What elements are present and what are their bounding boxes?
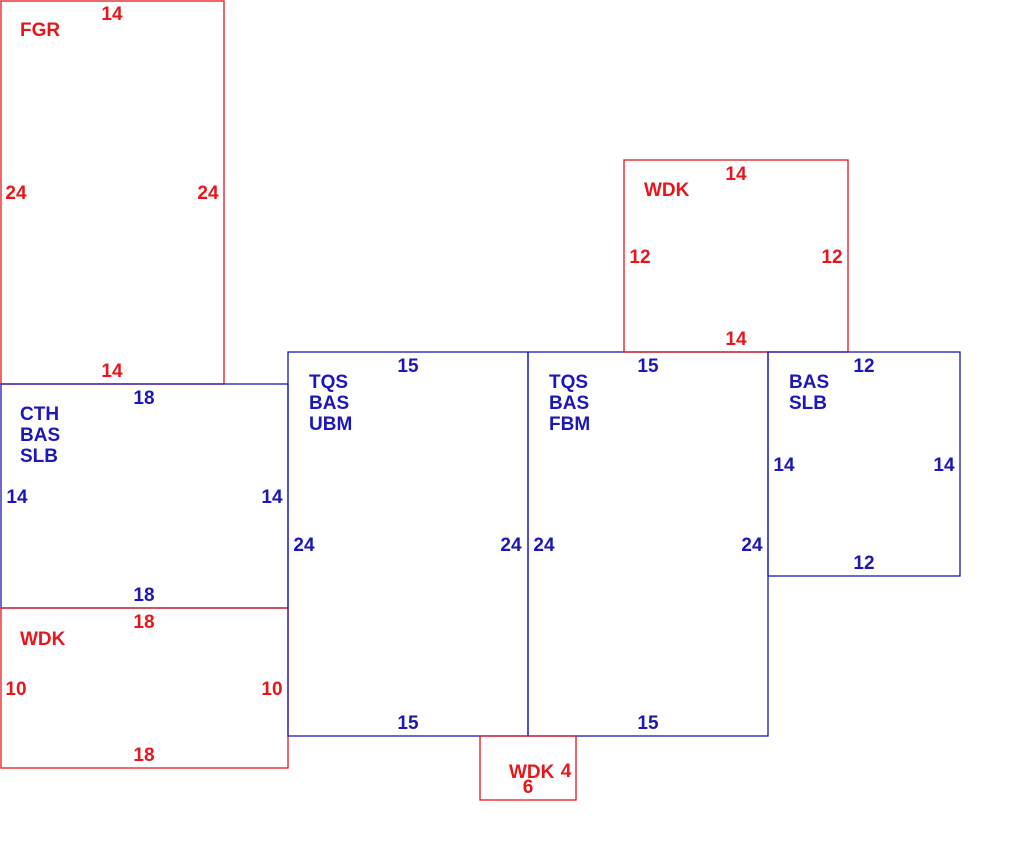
dimension-wdk-top-bottom: 14 xyxy=(725,329,747,350)
dimension-tqs-fbm-left: 24 xyxy=(533,535,555,556)
dimension-wdk-small-right: 4 xyxy=(561,761,572,782)
area-code-tqs-ubm-1: BAS xyxy=(309,393,349,414)
dimension-wdk-left-right: 10 xyxy=(261,679,282,700)
area-code-cth-1: BAS xyxy=(20,425,60,446)
dimension-wdk-top-left: 12 xyxy=(629,247,650,268)
dimension-fgr-bottom: 14 xyxy=(101,361,123,382)
area-code-bas-slb-1: SLB xyxy=(789,393,827,414)
dimension-wdk-top-top: 14 xyxy=(725,164,747,185)
area-code-wdk-small-0: WDK xyxy=(509,762,555,783)
area-outline-wdk-small xyxy=(479,735,577,801)
area-code-tqs-fbm-2: FBM xyxy=(549,414,590,435)
dimension-fgr-left: 24 xyxy=(5,183,27,204)
dimension-bas-slb-left: 14 xyxy=(773,455,795,476)
dimension-tqs-ubm-right: 24 xyxy=(500,535,522,556)
area-code-cth-0: CTH xyxy=(20,404,59,425)
dimension-wdk-left-bottom: 18 xyxy=(133,745,154,766)
area-outline-wdk-top xyxy=(623,159,849,353)
dimension-tqs-ubm-bottom: 15 xyxy=(397,713,419,734)
area-code-tqs-ubm-2: UBM xyxy=(309,414,352,435)
area-code-tqs-ubm-0: TQS xyxy=(309,372,348,393)
dimension-tqs-ubm-left: 24 xyxy=(293,535,315,556)
area-code-tqs-fbm-1: BAS xyxy=(549,393,589,414)
dimension-wdk-left-top: 18 xyxy=(133,612,154,633)
area-code-bas-slb-0: BAS xyxy=(789,372,829,393)
dimension-fgr-right: 24 xyxy=(197,183,219,204)
area-code-wdk-top-0: WDK xyxy=(644,180,690,201)
dimension-bas-slb-bottom: 12 xyxy=(853,553,874,574)
dimension-tqs-fbm-bottom: 15 xyxy=(637,713,659,734)
dimension-cth-left: 14 xyxy=(6,487,28,508)
area-code-fgr-0: FGR xyxy=(20,20,60,41)
dimension-cth-top: 18 xyxy=(133,388,154,409)
area-outline-fgr xyxy=(0,0,225,385)
area-code-wdk-left-0: WDK xyxy=(20,629,66,650)
dimension-wdk-small-bottom: 6 xyxy=(523,777,534,798)
dimension-bas-slb-right: 14 xyxy=(933,455,955,476)
dimension-wdk-left-left: 10 xyxy=(5,679,26,700)
area-code-tqs-fbm-0: TQS xyxy=(549,372,588,393)
dimension-cth-right: 14 xyxy=(261,487,283,508)
dimension-fgr-top: 14 xyxy=(101,4,123,25)
dimension-tqs-fbm-right: 24 xyxy=(741,535,763,556)
dimension-cth-bottom: 18 xyxy=(133,585,154,606)
area-outlines xyxy=(0,0,961,801)
area-outline-bas-slb xyxy=(767,351,961,577)
area-code-cth-2: SLB xyxy=(20,446,58,467)
dimension-bas-slb-top: 12 xyxy=(853,356,874,377)
dimension-tqs-fbm-top: 15 xyxy=(637,356,659,377)
dimension-wdk-top-right: 12 xyxy=(821,247,842,268)
dimension-tqs-ubm-top: 15 xyxy=(397,356,419,377)
